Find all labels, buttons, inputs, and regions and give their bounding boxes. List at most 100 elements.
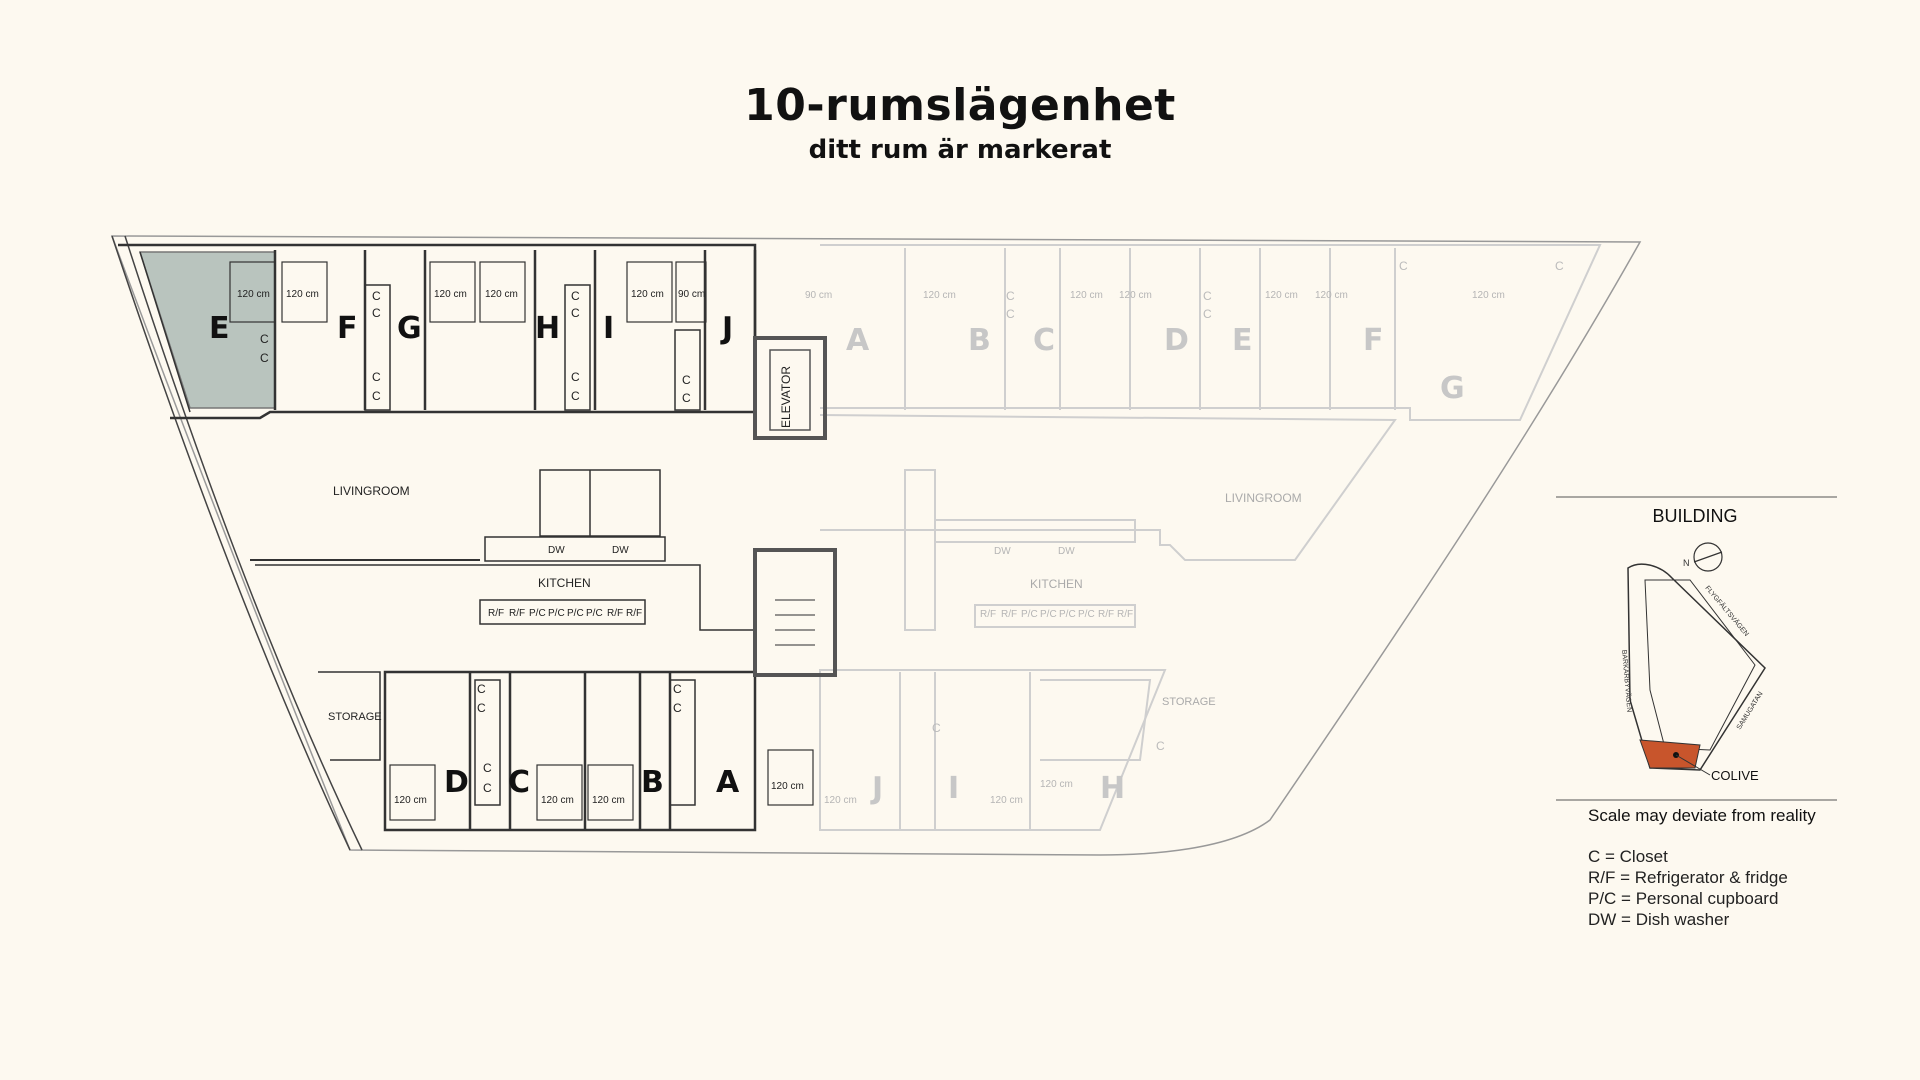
- bed-size-b-right: 120 cm: [923, 290, 956, 301]
- room-letter-i: I: [603, 311, 614, 346]
- closet-mark: C: [571, 289, 580, 303]
- building-panel: N FLYGFÄLTSVÄGEN SAMUGATAN BARKARBYVÄGEN: [1556, 496, 1837, 801]
- cupboard-label: P/C: [1021, 609, 1038, 620]
- room-letter-a: A: [716, 765, 740, 800]
- closet-mark: C: [1203, 289, 1212, 303]
- bed-size-j-right: 120 cm: [824, 795, 857, 806]
- closet-mark: C: [1555, 259, 1564, 273]
- closet-mark: C: [1006, 307, 1015, 321]
- closet-mark: C: [1006, 289, 1015, 303]
- closet-marks-left: C C C C C C C C C C C C C C C C C C: [260, 289, 691, 795]
- closet-mark: C: [483, 761, 492, 775]
- bed-size-j: 90 cm: [678, 289, 705, 300]
- right-bottom-room-letters: J I H: [870, 771, 1125, 806]
- closet-mark: C: [571, 306, 580, 320]
- kitchen-label-right: KITCHEN: [1030, 577, 1083, 591]
- kitchen-label-left: KITCHEN: [538, 576, 591, 590]
- bed-size-h-right: 120 cm: [1040, 779, 1073, 790]
- closet-mark: C: [372, 306, 381, 320]
- closet-marks-right: C C C C C C C C: [932, 259, 1564, 753]
- closet-mark: C: [682, 391, 691, 405]
- dw-label: DW: [994, 546, 1011, 557]
- cupboard-label: R/F: [626, 608, 642, 619]
- cupboard-label: R/F: [488, 608, 504, 619]
- right-top-room-letters: A B C D E F G: [846, 323, 1465, 406]
- cupboard-label: R/F: [1098, 609, 1114, 620]
- livingroom-label-left: LIVINGROOM: [333, 484, 410, 498]
- cupboard-label: P/C: [1078, 609, 1095, 620]
- street-label-barkarbyvagen: BARKARBYVÄGEN: [1620, 649, 1633, 712]
- street-label-samugatan: SAMUGATAN: [1736, 691, 1765, 731]
- plan-subtitle: ditt rum är markerat: [808, 135, 1112, 165]
- bed-size-a: 120 cm: [771, 781, 804, 792]
- right-top-walls: [904, 248, 1396, 410]
- closet-mark: C: [483, 781, 492, 795]
- room-letter-i-right: I: [948, 771, 959, 806]
- cupboard-label: R/F: [1117, 609, 1133, 620]
- bed-size-c: 120 cm: [541, 795, 574, 806]
- dw-label: DW: [1058, 546, 1075, 557]
- closet-mark: C: [571, 389, 580, 403]
- cupboard-label: R/F: [980, 609, 996, 620]
- dw-label: DW: [548, 545, 565, 556]
- right-unit: [819, 244, 1602, 831]
- cupboard-label: P/C: [548, 608, 565, 619]
- legend-refrigerator: R/F = Refrigerator & fridge: [1588, 868, 1788, 887]
- left-top-room-letters: E F G H I J: [209, 311, 733, 346]
- closet-mark: C: [673, 682, 682, 696]
- closet-mark: C: [477, 701, 486, 715]
- closet-mark: C: [260, 351, 269, 365]
- elevator-shaft: [753, 336, 827, 440]
- cupboard-label: P/C: [567, 608, 584, 619]
- bed-size-f: 120 cm: [286, 289, 319, 300]
- elevator-label: ELEVATOR: [779, 366, 793, 428]
- compass-icon: [1693, 542, 1723, 572]
- bed-size-i: 120 cm: [631, 289, 664, 300]
- closet-mark: C: [477, 682, 486, 696]
- storage-label-right: STORAGE: [1162, 696, 1216, 708]
- closet-mark: C: [260, 332, 269, 346]
- room-letter-g-right: G: [1440, 371, 1465, 406]
- legend-personal-cupboard: P/C = Personal cupboard: [1588, 889, 1779, 908]
- closet-mark: C: [571, 370, 580, 384]
- bed-size-g: 120 cm: [434, 289, 467, 300]
- room-letter-j: J: [720, 311, 733, 346]
- closet-mark: C: [932, 721, 941, 735]
- building-outline: [110, 235, 1642, 856]
- cupboard-label: P/C: [1059, 609, 1076, 620]
- bed-size-b: 120 cm: [592, 795, 625, 806]
- bed-size-a-right: 90 cm: [805, 290, 832, 301]
- pc-cupboards: [479, 599, 646, 625]
- street-label-flygfaltsvagen: FLYGFÄLTSVÄGEN: [1703, 584, 1750, 638]
- kitchen-counter: [484, 536, 666, 562]
- left-unit: [118, 243, 757, 832]
- colive-label: COLIVE: [1711, 768, 1759, 783]
- closet-mark: C: [372, 370, 381, 384]
- room-letter-e: E: [209, 311, 230, 346]
- closet-mark: C: [1203, 307, 1212, 321]
- compass-letter: N: [1683, 558, 1690, 568]
- storage-label-left: STORAGE: [328, 711, 382, 723]
- cupboard-label: R/F: [1001, 609, 1017, 620]
- cupboard-label: P/C: [529, 608, 546, 619]
- room-letter-b-right: B: [968, 323, 991, 358]
- core: [753, 336, 837, 677]
- highlighted-room-e: [138, 251, 276, 409]
- right-bottom-walls: [899, 672, 1031, 830]
- legend-closet: C = Closet: [1588, 847, 1668, 866]
- bed-size-d: 120 cm: [394, 795, 427, 806]
- livingroom-label-right: LIVINGROOM: [1225, 491, 1302, 505]
- room-letter-h-right: H: [1100, 771, 1125, 806]
- bed-size-e: 120 cm: [237, 289, 270, 300]
- room-letter-b: B: [641, 765, 664, 800]
- bed-size-f-right: 120 cm: [1315, 290, 1348, 301]
- scale-note: Scale may deviate from reality: [1588, 806, 1816, 825]
- building-panel-title: BUILDING: [1652, 506, 1738, 526]
- legend-dish-washer: DW = Dish washer: [1588, 910, 1730, 929]
- room-letter-f: F: [337, 311, 358, 346]
- bed-size-e-right: 120 cm: [1265, 290, 1298, 301]
- bed-size-h: 120 cm: [485, 289, 518, 300]
- closet-mark: C: [673, 701, 682, 715]
- cupboard-label: R/F: [607, 608, 623, 619]
